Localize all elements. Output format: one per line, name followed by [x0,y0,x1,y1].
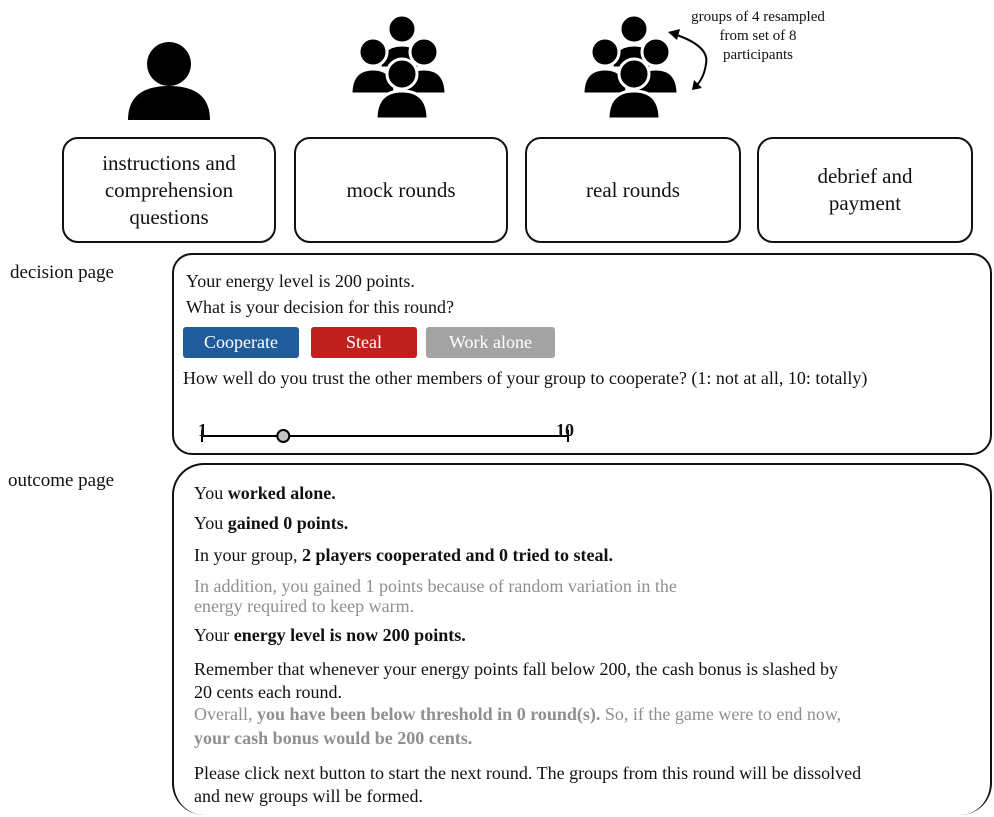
trust-question: How well do you trust the other members … [183,368,868,388]
outcome-line-9: Overall, you have been below threshold i… [194,704,842,724]
decision-question: What is your decision for this round? [186,297,454,317]
decision-panel [172,253,992,455]
outcome-line-11: Please click next button to start the ne… [194,763,862,783]
stage-mock-rounds: mock rounds [294,137,508,243]
outcome-line-2: You gained 0 points. [194,513,349,533]
outcome-line-6: Your energy level is now 200 points. [194,625,466,645]
energy-text: Your energy level is 200 points. [186,271,415,291]
steal-button[interactable]: Steal [311,327,417,358]
outcome-line-12: and new groups will be formed. [194,786,423,806]
outcome-line-8: 20 cents each round. [194,682,342,702]
outcome-line-3: In your group, 2 players cooperated and … [194,545,613,565]
work-alone-button[interactable]: Work alone [426,327,555,358]
curved-arrow-icon [668,29,708,90]
outcome-page-label: outcome page [8,470,115,491]
group-icon [350,13,446,120]
stage-debrief: debrief and payment [757,137,973,243]
slider-min-label: 1 [198,420,207,440]
slider-max-label: 10 [556,420,574,440]
stage-real-rounds: real rounds [525,137,741,243]
outcome-line-10: your cash bonus would be 200 cents. [194,728,473,748]
cooperate-button[interactable]: Cooperate [183,327,299,358]
outcome-line-7: Remember that whenever your energy point… [194,659,839,679]
outcome-line-1: You worked alone. [194,483,336,503]
trust-slider[interactable] [196,426,576,446]
outcome-line-5: energy required to keep warm. [194,596,415,616]
group-icon [582,13,678,120]
person-icon [128,42,210,120]
stage-instructions: instructions and comprehension questions [62,137,276,243]
resampling-annotation: groups of 4 resampled from set of 8 part… [691,9,825,63]
outcome-line-4: In addition, you gained 1 points because… [194,576,677,596]
outcome-panel [172,463,992,815]
slider-thumb[interactable] [276,429,291,443]
decision-page-label: decision page [10,262,114,283]
